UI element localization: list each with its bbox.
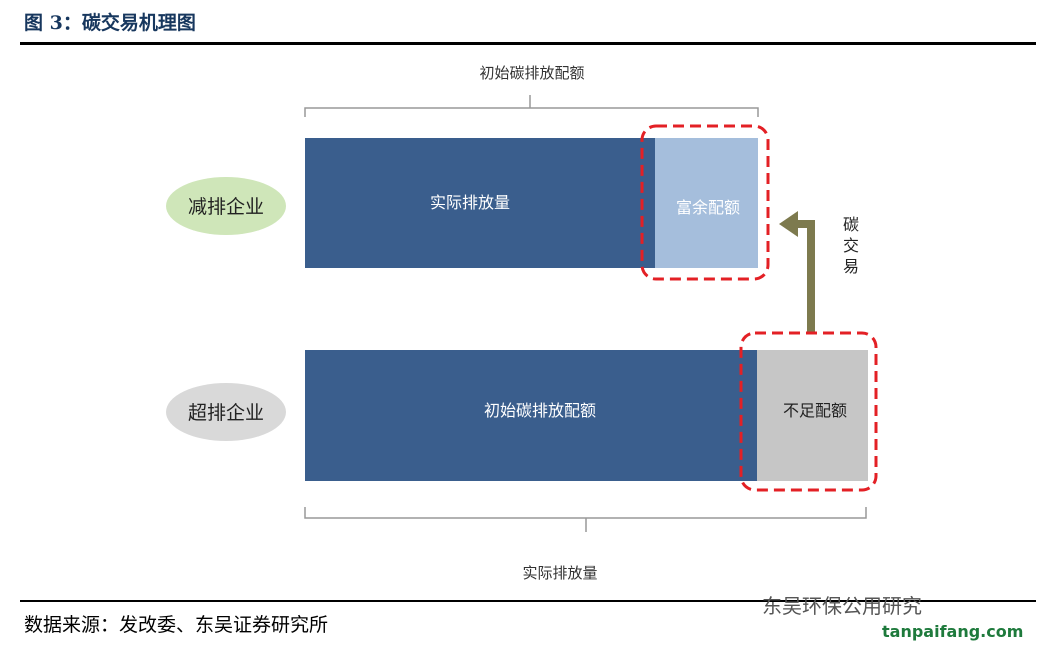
page-title: 图 3：碳交易机理图 [24,12,196,34]
reduce-surplus-bar [655,138,758,268]
shortfall-dashed-outline [739,331,878,492]
exceed-enterprise-ellipse [166,383,286,441]
reduce-enterprise-label: 减排企业 [188,196,264,218]
watermark-site: tanpaifang.com [882,622,1024,641]
reduce-surplus-label: 富余配额 [676,198,740,217]
carbon-trading-diagram: 初始碳排放配额 减排企业 实际排放量 富余配额 碳 交 易 超排企业 初始碳排放… [166,64,878,582]
trade-char-3: 易 [843,257,859,276]
top-brace [304,95,759,117]
top-divider [20,42,1036,45]
trade-arrow-shaft [796,220,815,332]
surplus-dashed-outline [640,124,770,281]
top-brace-label: 初始碳排放配额 [479,64,584,82]
exceed-allowance-label: 初始碳排放配额 [484,401,596,420]
bottom-brace [304,507,867,532]
watermark-account: 东吴环保公用研究 [762,594,922,618]
exceed-shortfall-bar [757,350,868,481]
reduce-actual-bar [305,138,655,268]
bottom-brace-label: 实际排放量 [522,564,597,582]
trade-arrow-head [779,211,798,237]
exceed-shortfall-label: 不足配额 [783,401,847,420]
trade-char-1: 碳 [843,215,859,234]
exceed-allowance-bar [305,350,757,481]
data-source-note: 数据来源：发改委、东吴证券研究所 [24,614,329,636]
exceed-enterprise-label: 超排企业 [188,402,264,424]
reduce-actual-label: 实际排放量 [430,193,510,212]
bottom-divider [20,600,1036,602]
reduce-enterprise-ellipse [166,177,286,235]
trade-char-2: 交 [843,236,859,255]
